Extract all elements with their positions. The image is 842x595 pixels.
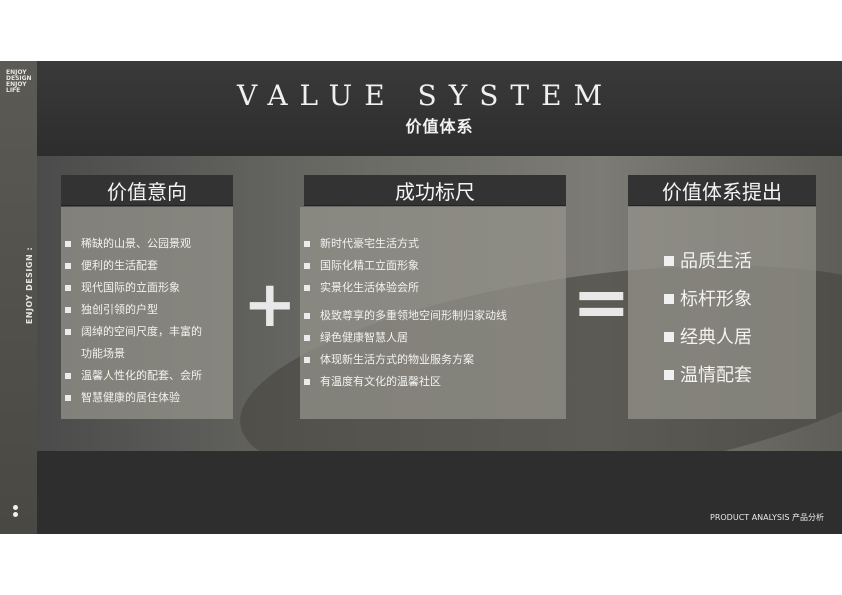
panel-success-measure: 新时代豪宅生活方式 国际化精工立面形象 实景化生活体验会所 极致尊享的多重领地空… xyxy=(300,207,566,419)
column-heading-value-system: 价值体系提出 xyxy=(628,175,816,206)
list-item: 体现新生活方式的物业服务方案 xyxy=(300,349,566,371)
list-item: 国际化精工立面形象 xyxy=(300,255,566,277)
brand-line: ENJOY xyxy=(6,69,27,76)
list-item: 现代国际的立面形象 xyxy=(61,277,233,299)
list-item: 绿色健康智慧人居 xyxy=(300,327,566,349)
list-item: 有温度有文化的温馨社区 xyxy=(300,371,566,393)
list-item: 极致尊享的多重领地空间形制归家动线 xyxy=(300,305,566,327)
slide: VALUE SYSTEM 价值体系 ENJOY DESIGN ENJOY LIF… xyxy=(0,61,842,534)
plus-operator: + xyxy=(243,268,297,342)
equals-operator: = xyxy=(572,261,631,343)
list-item: 温情配套 xyxy=(660,357,816,395)
footer-label: PRODUCT ANALYSIS 产品分析 xyxy=(710,513,824,522)
brand-line: LIFE xyxy=(6,87,21,94)
column-heading-value-intent: 价值意向 xyxy=(61,175,233,206)
sidebar: ENJOY DESIGN ENJOY LIFE ENJOY DESIGN : xyxy=(0,61,37,534)
brand-line: ENJOY xyxy=(6,81,27,88)
column-heading-success-measure: 成功标尺 xyxy=(304,175,566,206)
list-item: 阔绰的空间尺度，丰富的 xyxy=(61,321,233,343)
brand-dots-icon xyxy=(13,503,18,519)
list-item: 温馨人性化的配套、会所 xyxy=(61,365,233,387)
title-english: VALUE SYSTEM xyxy=(237,79,615,112)
title-chinese: 价值体系 xyxy=(405,117,474,136)
vertical-brand-label: ENJOY DESIGN : xyxy=(25,246,35,325)
panel-value-intent: 稀缺的山景、公园景观 便利的生活配套 现代国际的立面形象 独创引领的户型 阔绰的… xyxy=(61,207,233,419)
list-item: 新时代豪宅生活方式 xyxy=(300,233,566,255)
list-item: 智慧健康的居住体验 xyxy=(61,387,233,409)
list-item: 独创引领的户型 xyxy=(61,299,233,321)
list-item: 便利的生活配套 xyxy=(61,255,233,277)
list-item: 实景化生活体验会所 xyxy=(300,277,566,299)
list-item: 品质生活 xyxy=(660,243,816,281)
header-band: VALUE SYSTEM 价值体系 xyxy=(37,61,842,156)
brand-line: DESIGN xyxy=(6,75,32,82)
list-item: 标杆形象 xyxy=(660,281,816,319)
list-item: 稀缺的山景、公园景观 xyxy=(61,233,233,255)
brand-logo-text: ENJOY DESIGN ENJOY LIFE xyxy=(6,70,32,94)
bottom-band xyxy=(37,451,842,534)
panel-value-system: 品质生活 标杆形象 经典人居 温情配套 xyxy=(628,207,816,419)
vertical-brand: ENJOY DESIGN : xyxy=(13,247,34,324)
list-item: 经典人居 xyxy=(660,319,816,357)
list-item-continuation: 功能场景 xyxy=(81,347,125,360)
